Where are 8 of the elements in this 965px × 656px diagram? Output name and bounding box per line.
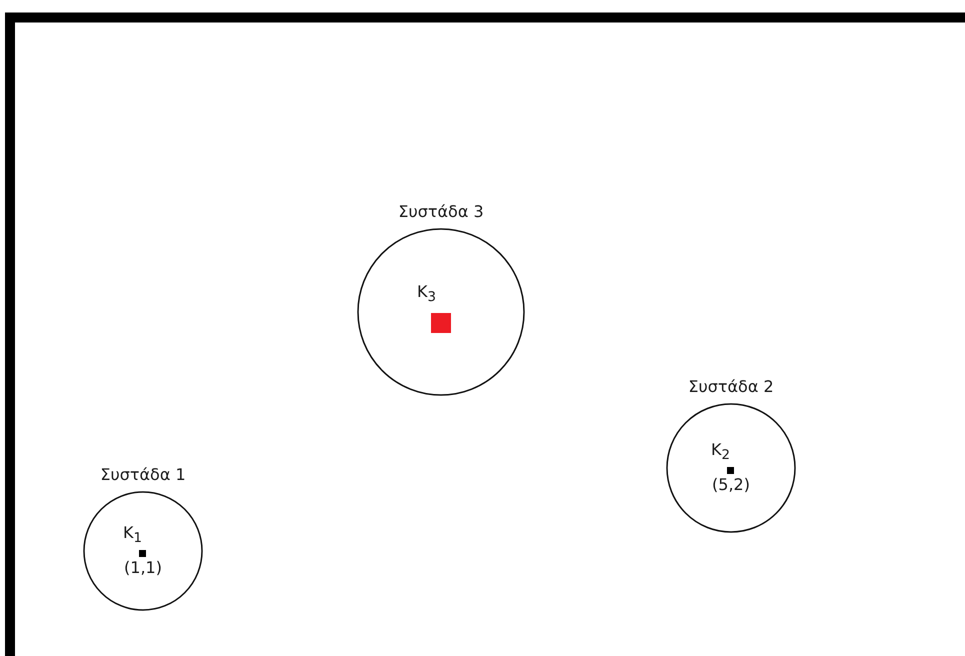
centroid-label: K$_{2}$: [711, 440, 730, 466]
coordinate-label: (5,2): [712, 475, 750, 495]
cluster-label: Συστάδα 2: [688, 377, 774, 397]
coordinate-label: (1,1): [124, 558, 162, 578]
centroid-label: K$_{1}$: [123, 523, 142, 548]
cluster-label: Συστάδα 1: [100, 465, 186, 485]
centroid-label: K$_{3}$: [417, 282, 436, 308]
cluster-label: Συστάδα 3: [398, 202, 484, 222]
